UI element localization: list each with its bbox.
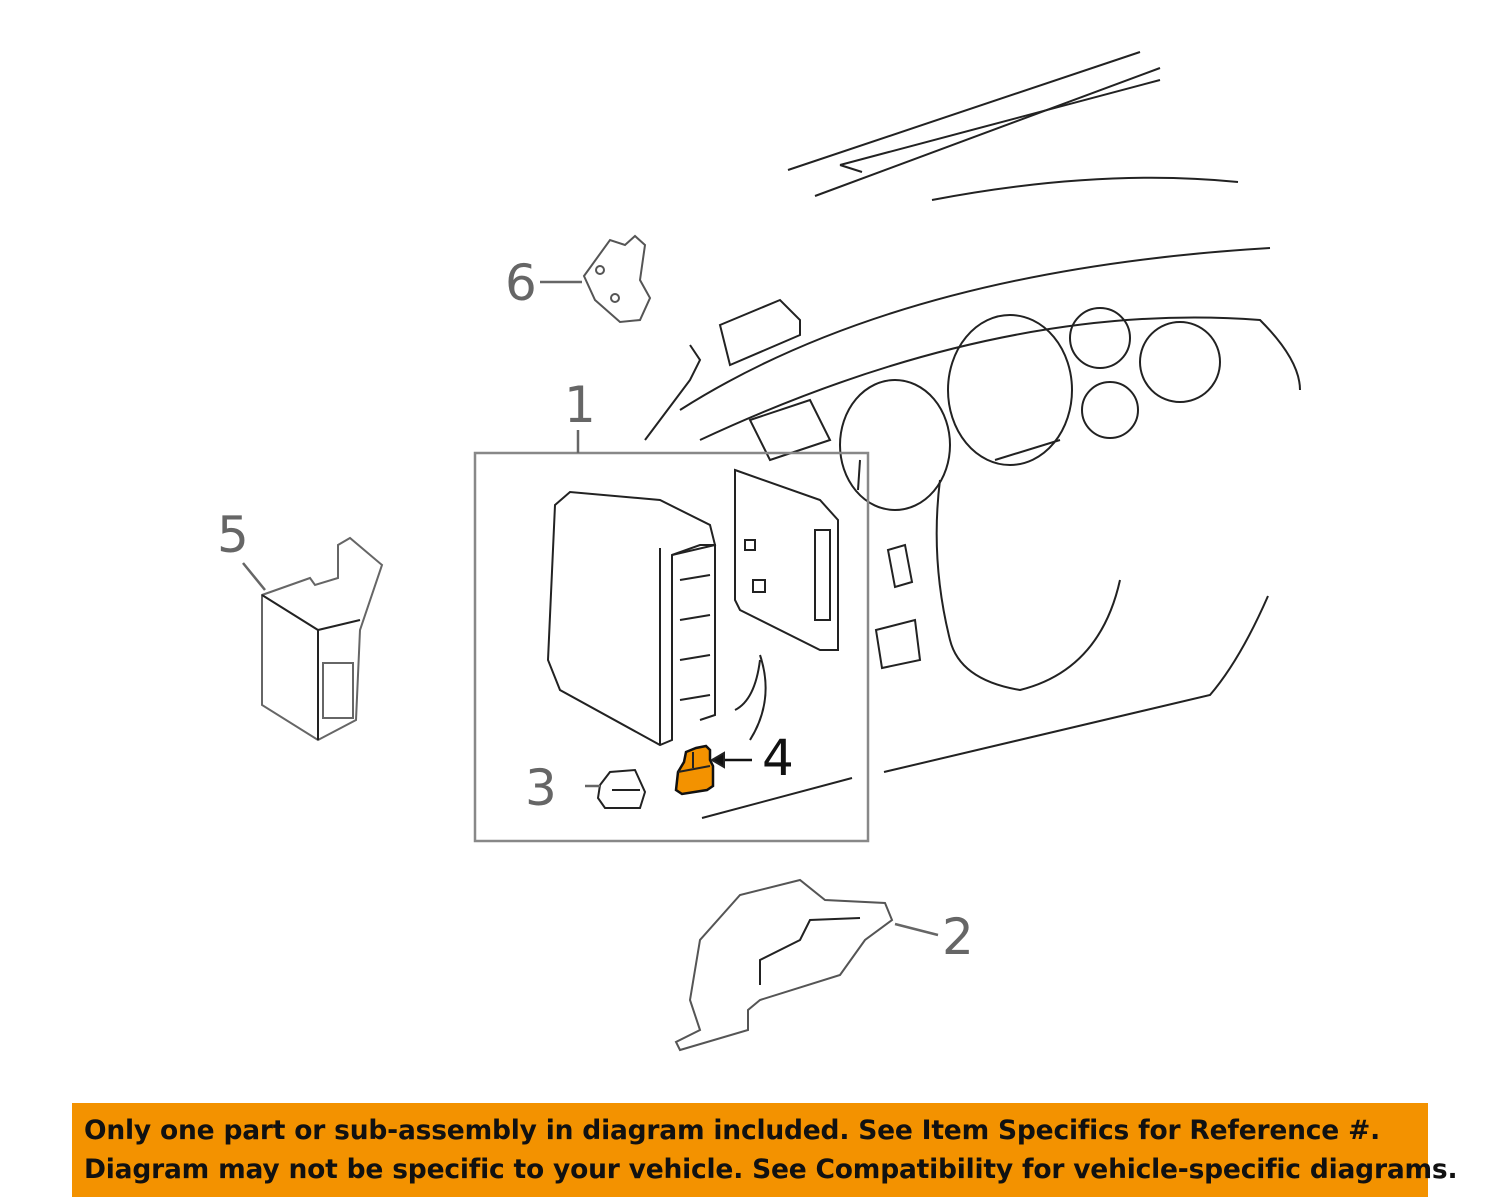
part-2-bracket[interactable]	[674, 878, 939, 1052]
assembly-box	[473, 451, 870, 843]
disclaimer-line-1: Only one part or sub-assembly in diagram…	[84, 1115, 1380, 1146]
part-5-module[interactable]	[242, 536, 384, 742]
callout-6: 6	[505, 254, 537, 312]
dashboard-outline	[644, 51, 1301, 773]
callout-2: 2	[942, 908, 974, 966]
part-4-relay[interactable]	[674, 744, 752, 796]
part-1-junction-block[interactable]	[546, 468, 839, 747]
callout-3: 3	[525, 759, 557, 817]
callout-5: 5	[217, 506, 249, 564]
disclaimer-line-2: Diagram may not be specific to your vehi…	[84, 1154, 1458, 1185]
part-6-bracket[interactable]	[540, 234, 652, 324]
callout-4: 4	[762, 729, 794, 787]
part-3-clip[interactable]	[585, 768, 647, 809]
parts-diagram	[242, 51, 1301, 1052]
callout-1: 1	[564, 376, 596, 434]
disclaimer-banner: Only one part or sub-assembly in diagram…	[72, 1103, 1458, 1197]
